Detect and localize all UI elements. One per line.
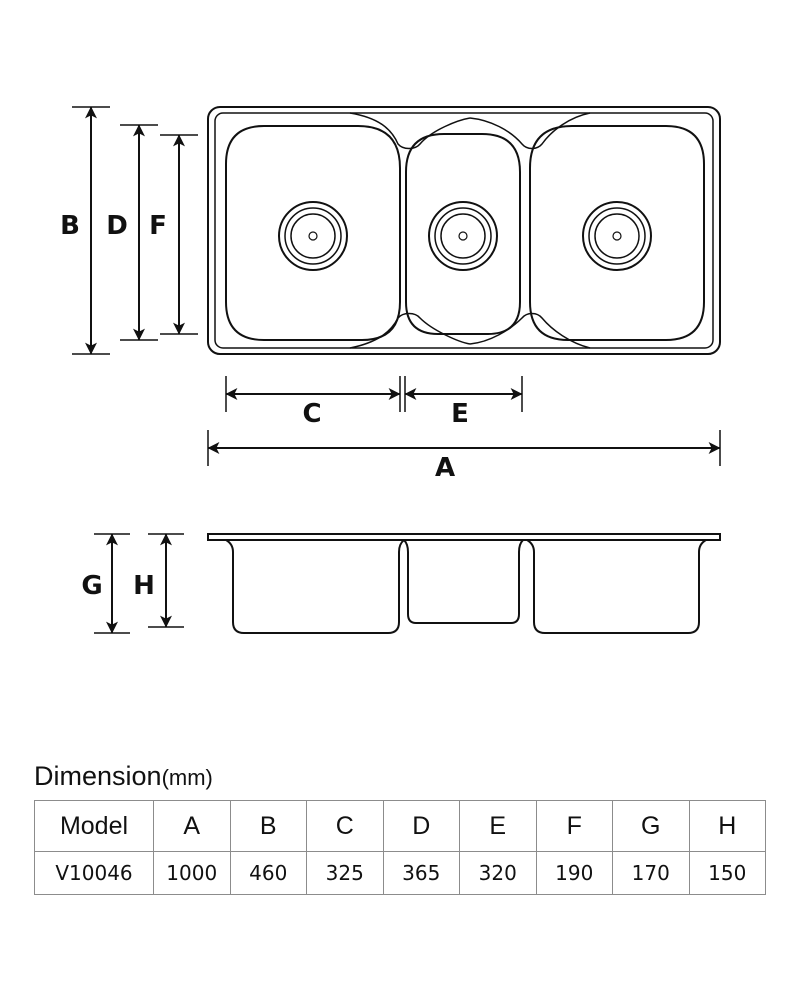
sink-side-view — [207, 533, 721, 634]
dimension-unit: (mm) — [161, 765, 213, 790]
bowl-divider-ridge — [469, 112, 591, 150]
label-b: B — [60, 211, 80, 241]
label-d: D — [106, 211, 128, 241]
header-model: Model — [34, 800, 154, 852]
header-g: G — [612, 800, 690, 852]
side-view-left-basin — [225, 539, 405, 634]
dimension-title: Dimension(mm) — [34, 760, 766, 794]
label-g: G — [81, 571, 102, 601]
bowl-divider-ridge — [469, 312, 591, 349]
label-c: C — [302, 399, 321, 429]
label-h: H — [133, 571, 155, 601]
side-view-middle-basin — [403, 539, 524, 624]
sink-inner-rim — [214, 112, 714, 349]
dimension-lines — [72, 106, 721, 466]
sink-outer-rim — [207, 106, 721, 355]
header-e: E — [459, 800, 537, 852]
header-h: H — [688, 800, 766, 852]
value-a: 1000 — [153, 851, 231, 895]
dimension-table: Model A B C D E F G H V10046 1000 460 32… — [34, 800, 766, 895]
value-c: 325 — [306, 851, 384, 895]
dimension-table-header-row: Model A B C D E F G H — [34, 800, 766, 852]
dimension-labels: B D F C E A G H — [60, 210, 469, 601]
middle-bowl — [405, 133, 521, 335]
dimension-table-value-row: V10046 1000 460 325 365 320 190 170 150 — [34, 851, 766, 895]
label-e: E — [451, 399, 469, 429]
label-f: F — [149, 211, 167, 241]
header-a: A — [153, 800, 231, 852]
label-a: A — [435, 453, 455, 483]
side-view-flange — [207, 533, 721, 541]
value-d: 365 — [382, 851, 460, 895]
sink-top-view — [207, 106, 721, 355]
value-e: 320 — [459, 851, 537, 895]
middle-drain — [428, 201, 498, 271]
dimension-section: Dimension(mm) Model A B C D E F G H V100… — [34, 760, 766, 895]
side-view-right-basin — [526, 539, 707, 634]
right-bowl — [529, 125, 705, 341]
left-drain — [278, 201, 348, 271]
bowl-divider-ridge — [349, 112, 471, 150]
side-dimension-lines — [94, 533, 184, 634]
header-c: C — [306, 800, 384, 852]
value-f: 190 — [535, 851, 613, 895]
sink-technical-drawing: B D F C E A G H — [60, 106, 721, 634]
left-bowl — [225, 125, 401, 341]
header-f: F — [535, 800, 613, 852]
value-h: 150 — [688, 851, 766, 895]
right-drain — [582, 201, 652, 271]
value-g: 170 — [612, 851, 690, 895]
value-model: V10046 — [34, 851, 154, 895]
header-b: B — [229, 800, 307, 852]
value-b: 460 — [229, 851, 307, 895]
dimension-title-text: Dimension — [34, 761, 162, 791]
header-d: D — [382, 800, 460, 852]
